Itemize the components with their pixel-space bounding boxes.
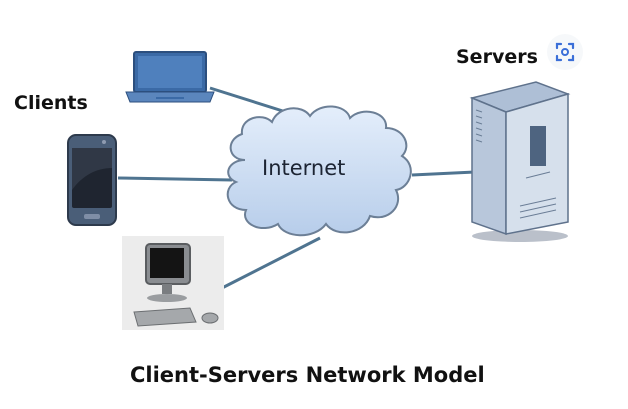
clients-label: Clients — [14, 92, 88, 114]
visual-search-lens-button[interactable] — [547, 34, 583, 70]
internet-cloud-icon — [226, 105, 412, 237]
tower-server-icon — [469, 81, 571, 242]
servers-label: Servers — [456, 46, 538, 68]
internet-label: Internet — [262, 156, 346, 180]
desktop-computer-icon — [122, 236, 224, 330]
visual-search-lens-icon — [555, 42, 575, 62]
laptop-icon — [125, 51, 215, 103]
diagram-title: Client-Servers Network Model — [130, 363, 485, 387]
connection-phone-internet — [117, 176, 233, 182]
connection-desktop-internet — [221, 236, 321, 290]
connection-internet-server — [411, 170, 476, 177]
smartphone-icon — [67, 134, 117, 226]
